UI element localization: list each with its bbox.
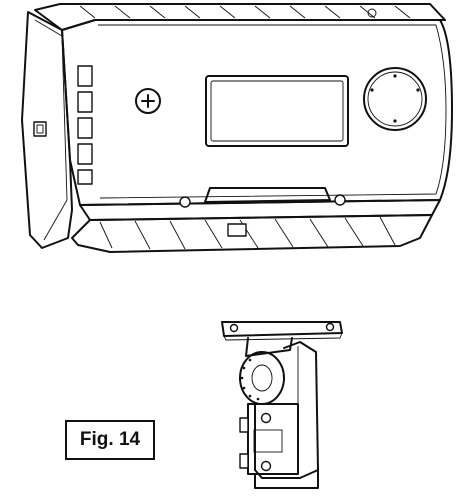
mounting-bracket bbox=[221, 321, 343, 489]
top-fin-strip bbox=[34, 3, 446, 31]
bottom-fin-strip bbox=[71, 214, 433, 253]
round-lens-icon bbox=[363, 67, 427, 131]
fixture-housing bbox=[21, 3, 453, 253]
bracket-clamp bbox=[247, 403, 299, 475]
ledge-screw-left bbox=[179, 196, 191, 208]
bottom-fins bbox=[99, 216, 396, 250]
center-clip bbox=[204, 187, 331, 203]
plate-hole-left bbox=[229, 323, 239, 333]
side-button-4 bbox=[77, 143, 93, 165]
side-button-column bbox=[77, 65, 93, 185]
swivel-teeth bbox=[240, 358, 260, 401]
display-window bbox=[205, 75, 349, 147]
fixture-left-side-inner bbox=[34, 19, 68, 241]
side-button-1 bbox=[77, 65, 93, 87]
bracket-top-plate bbox=[221, 321, 343, 337]
bottom-center-tab bbox=[227, 223, 247, 237]
side-button-2 bbox=[77, 91, 93, 113]
plus-screw-icon bbox=[135, 88, 161, 114]
top-fins bbox=[79, 5, 411, 19]
plate-hole-right bbox=[325, 322, 335, 332]
top-screw bbox=[367, 8, 377, 18]
front-face-inner-edge bbox=[98, 24, 447, 199]
side-knob-bottom bbox=[239, 453, 249, 469]
clamp-screw-top bbox=[260, 412, 272, 424]
side-button-5 bbox=[77, 169, 93, 185]
figure-label: Fig. 14 bbox=[65, 420, 155, 460]
display-window-inner bbox=[210, 80, 344, 142]
bracket-base bbox=[254, 469, 319, 489]
bracket-top-plate-edge bbox=[223, 332, 343, 341]
side-button-3 bbox=[77, 117, 93, 139]
bracket-clamp-window bbox=[253, 429, 283, 453]
swivel-joint bbox=[239, 351, 285, 405]
clamp-screw-bottom bbox=[260, 460, 272, 472]
side-latch-inner bbox=[36, 124, 44, 134]
side-knob-top bbox=[239, 417, 249, 433]
swivel-hub bbox=[251, 364, 273, 392]
fixture-front-face bbox=[61, 19, 453, 206]
ledge-screw-right bbox=[334, 194, 346, 206]
side-latch bbox=[33, 121, 47, 137]
bracket-arm bbox=[254, 341, 319, 479]
